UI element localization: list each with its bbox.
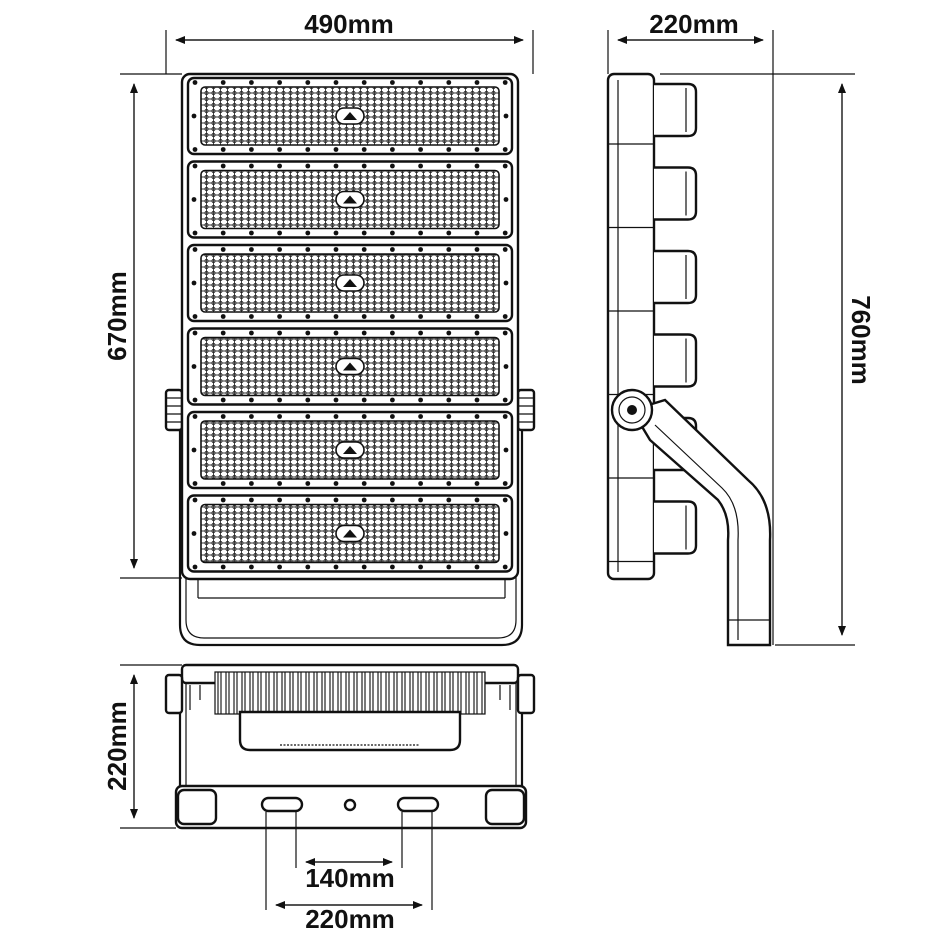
front-bracket: [178, 395, 524, 647]
side-height-label: 760mm: [846, 295, 876, 385]
front-width-dimension: 490mm: [165, 9, 534, 74]
mount-slot-right: [396, 796, 440, 813]
led-modules: [186, 76, 514, 573]
bottom-heatsink-fins: [214, 671, 486, 715]
led-module: [186, 410, 514, 490]
led-module: [186, 327, 514, 406]
side-depth-dimension: 220mm: [607, 9, 774, 645]
front-height-dimension: 670mm: [102, 73, 182, 579]
bottom-view: [164, 663, 536, 830]
led-module: [186, 243, 514, 323]
side-housing: [606, 72, 656, 581]
side-height-dimension: 760mm: [660, 73, 876, 646]
front-bracket-knob-right: [516, 388, 536, 432]
front-view: [164, 72, 536, 647]
side-heatsink: [608, 82, 698, 145]
side-pole-arm: [630, 398, 772, 647]
front-width-label: 490mm: [304, 9, 394, 39]
side-depth-label: 220mm: [649, 9, 739, 39]
side-heatsink: [608, 500, 698, 563]
side-view: [606, 72, 772, 647]
led-module: [186, 494, 514, 573]
bottom-height-dimension: 220mm: [102, 664, 182, 829]
side-heatsink: [608, 166, 698, 229]
front-height-label: 670mm: [102, 271, 132, 361]
led-module: [186, 76, 514, 156]
led-module: [186, 160, 514, 239]
mount-slot-left: [260, 796, 304, 813]
bottom-height-label: 220mm: [102, 701, 132, 791]
side-heatsink: [608, 249, 698, 312]
bottom-driver-box: [238, 710, 462, 752]
side-hinge-knob: [610, 388, 654, 432]
bracket-width-label: 220mm: [305, 904, 395, 934]
hole-spacing-label: 140mm: [305, 863, 395, 893]
hole-spacing-dimension: 140mm: [295, 812, 403, 893]
mount-center-hole: [343, 798, 357, 812]
front-bracket-knob-left: [164, 388, 184, 432]
bracket-width-dimension: 220mm: [265, 812, 433, 934]
